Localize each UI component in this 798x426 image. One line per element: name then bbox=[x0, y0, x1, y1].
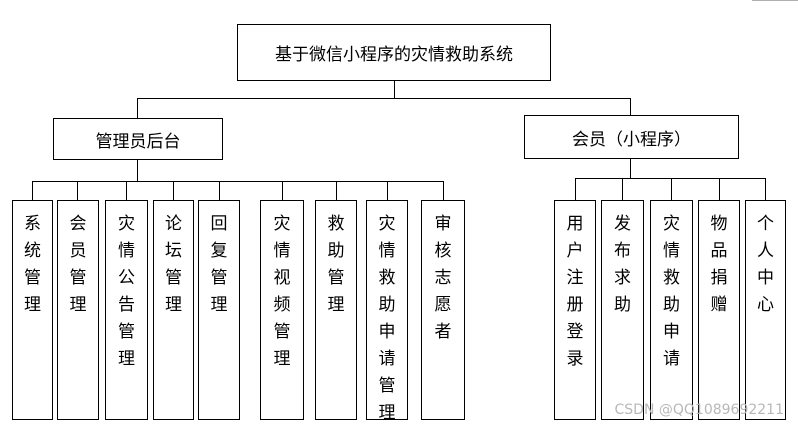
admin-leaf-node: 审核志愿者 bbox=[421, 200, 465, 420]
admin-leaf-label: 论坛管理 bbox=[165, 214, 182, 315]
member-node-label: 会员（小程序） bbox=[572, 129, 691, 150]
root-node-label: 基于微信小程序的灾情救助系统 bbox=[275, 45, 513, 65]
admin-leaf-label: 灾情公告管理 bbox=[118, 214, 135, 369]
admin-leaf-label: 会员管理 bbox=[69, 214, 87, 315]
member-leaf-label: 个人中心 bbox=[757, 214, 774, 315]
admin-leaf-label: 救助管理 bbox=[327, 214, 345, 315]
admin-leaf-label: 灾情视频管理 bbox=[273, 214, 291, 369]
watermark-text: CSDN @QQ1089692211 bbox=[614, 402, 784, 418]
admin-leaf-node: 灾情视频管理 bbox=[260, 200, 304, 420]
admin-leaf-label: 审核志愿者 bbox=[434, 214, 452, 342]
member-leaf-label: 物品捐赠 bbox=[710, 214, 728, 315]
member-leaf-label: 发布求助 bbox=[614, 214, 631, 315]
member-leaf-label: 灾情救助申请 bbox=[663, 214, 680, 369]
admin-leaf-node: 系统管理 bbox=[12, 200, 53, 420]
admin-leaf-label: 灾情救助申请管理 bbox=[378, 214, 396, 420]
member-leaf-label: 用户注册登录 bbox=[566, 214, 584, 369]
member-leaf-node: 个人中心 bbox=[745, 200, 786, 420]
admin-leaf-node: 回复管理 bbox=[198, 200, 240, 420]
admin-leaf-node: 会员管理 bbox=[57, 200, 99, 420]
top-edge-line bbox=[752, 0, 798, 1]
member-leaf-node: 用户注册登录 bbox=[554, 200, 596, 420]
admin-leaf-label: 回复管理 bbox=[210, 214, 228, 315]
admin-leaf-node: 救助管理 bbox=[315, 200, 357, 420]
admin-node: 管理员后台 bbox=[53, 118, 223, 160]
admin-node-label: 管理员后台 bbox=[95, 131, 181, 152]
admin-leaf-node: 论坛管理 bbox=[153, 200, 194, 420]
admin-leaf-node: 灾情公告管理 bbox=[105, 200, 148, 420]
admin-leaf-node: 灾情救助申请管理 bbox=[366, 200, 408, 420]
member-leaf-node: 灾情救助申请 bbox=[650, 200, 693, 420]
member-node: 会员（小程序） bbox=[524, 115, 739, 159]
member-leaf-node: 发布求助 bbox=[601, 200, 644, 420]
admin-leaf-label: 系统管理 bbox=[24, 214, 41, 315]
member-leaf-node: 物品捐赠 bbox=[698, 200, 740, 420]
root-node: 基于微信小程序的灾情救助系统 bbox=[237, 24, 551, 81]
